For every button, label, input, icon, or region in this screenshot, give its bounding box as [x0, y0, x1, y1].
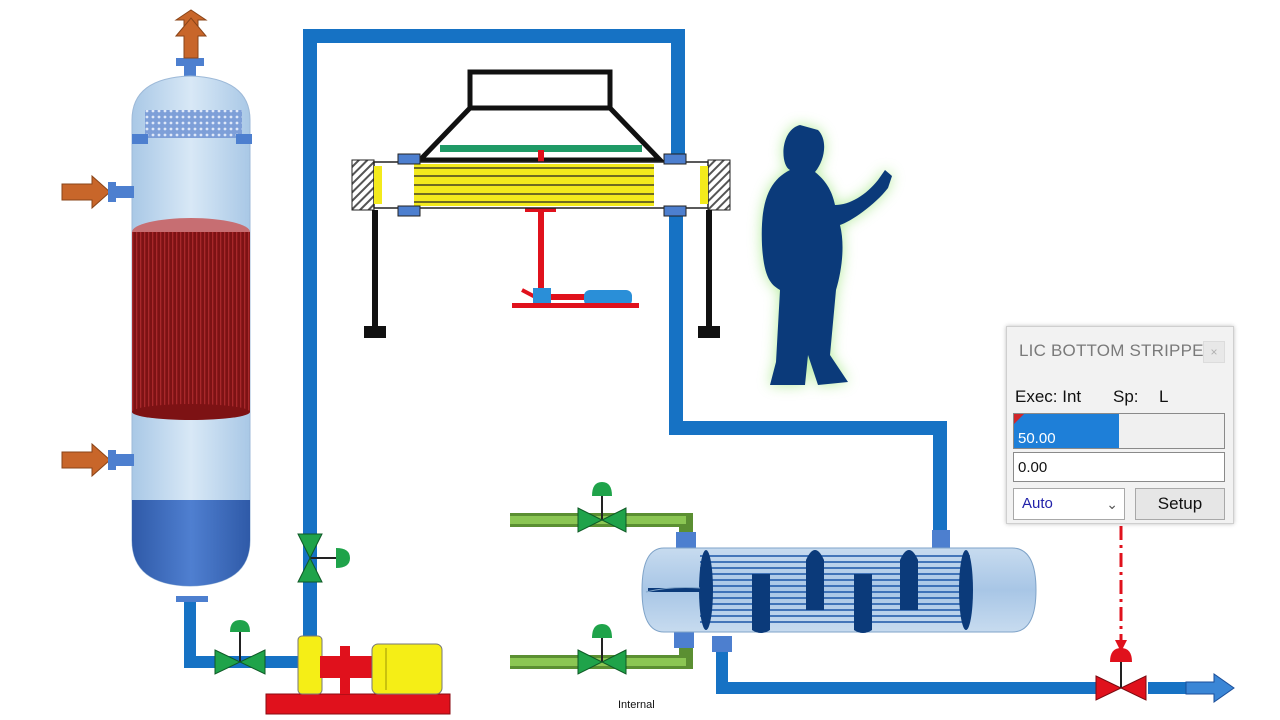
cooling-water-return-valve	[577, 624, 627, 675]
cooling-water-supply-valve	[577, 482, 627, 533]
setup-button[interactable]: Setup	[1135, 488, 1225, 520]
feed-arrow-lower	[61, 442, 134, 478]
outlet-arrow	[1185, 673, 1235, 703]
faceplate-title: LIC BOTTOM STRIPPER	[1019, 341, 1217, 360]
piping	[184, 29, 1190, 694]
operator-silhouette	[761, 125, 892, 385]
feed-arrow-upper	[61, 174, 134, 210]
stripper-column	[131, 58, 252, 602]
riser-control-valve	[297, 533, 350, 583]
output-value-text: 0.00	[1018, 459, 1048, 476]
setpoint-label: Sp:	[1113, 387, 1139, 406]
level-control-signal-line	[1115, 526, 1127, 652]
process-value-bar[interactable]: 50.00	[1013, 413, 1225, 449]
exec-status-label: Exec: Int	[1015, 387, 1082, 406]
close-icon[interactable]: ×	[1203, 341, 1225, 363]
air-cooler	[351, 69, 731, 338]
bottoms-pump	[265, 635, 451, 715]
alarm-flag-icon	[1014, 414, 1024, 424]
process-value-fill	[1014, 414, 1119, 448]
internal-label: Internal	[618, 699, 655, 711]
chevron-down-icon: ⌄	[1106, 496, 1118, 512]
shell-tube-exchanger	[641, 530, 1037, 652]
lic-faceplate: LIC BOTTOM STRIPPER × Exec: Int Sp: L 50…	[1006, 326, 1234, 524]
bottom-control-valve	[214, 620, 266, 675]
level-control-valve	[1095, 648, 1147, 701]
mode-select-value: Auto	[1022, 495, 1053, 512]
process-value-text: 50.00	[1018, 430, 1056, 447]
setpoint-source-value: L	[1159, 387, 1169, 406]
mode-select[interactable]: Auto ⌄	[1013, 488, 1125, 520]
output-value-field[interactable]: 0.00	[1013, 452, 1225, 482]
